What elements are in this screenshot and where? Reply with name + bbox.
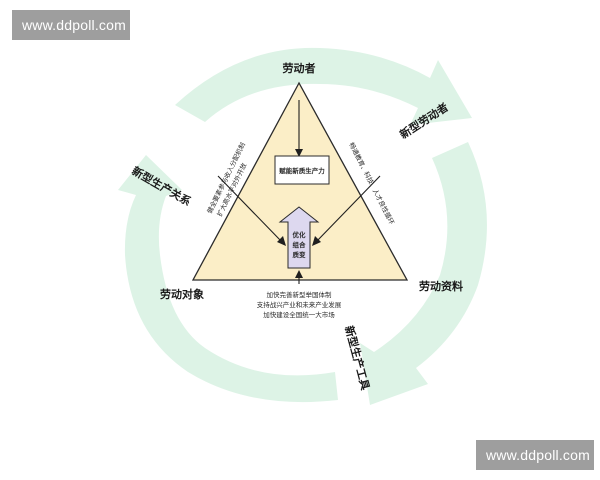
center-arrow-line-3: 质变 — [293, 250, 307, 259]
center-box — [274, 155, 330, 185]
arrowhead-left — [277, 236, 286, 246]
arrowheads — [277, 149, 321, 278]
center-up-arrow — [278, 206, 320, 269]
arrowhead-bottom — [295, 270, 303, 278]
center-arrow-line-2: 组合 — [293, 240, 307, 249]
cycle-arc-right-bottom — [360, 142, 487, 405]
cycle-ring — [118, 47, 487, 405]
arrow-left-in — [217, 175, 283, 243]
watermark-bottom: www.ddpoll.com — [476, 440, 594, 470]
vertex-label-workers: 劳动者 — [283, 61, 316, 75]
bottom-text-2: 支持战兴产业和未来产业发展 — [257, 300, 342, 309]
vertex-label-materials: 劳动资料 — [419, 279, 463, 293]
center-box-label: 赋能新质生产力 — [279, 166, 325, 175]
arrowhead-top — [295, 149, 303, 157]
arrow-right-in — [315, 175, 381, 243]
bottom-text-1: 加快完善新型举国体制 — [267, 290, 333, 299]
watermark-top: www.ddpoll.com — [12, 10, 130, 40]
cycle-arc-left — [118, 155, 338, 403]
center-arrow-line-1: 优化 — [293, 230, 307, 239]
arrowhead-right — [312, 236, 321, 246]
cycle-arc-top-right — [175, 47, 472, 125]
bottom-text-3: 加快建设全国统一大市场 — [263, 310, 335, 319]
connector-arrows — [217, 100, 381, 284]
vertex-label-objects: 劳动对象 — [160, 287, 204, 301]
